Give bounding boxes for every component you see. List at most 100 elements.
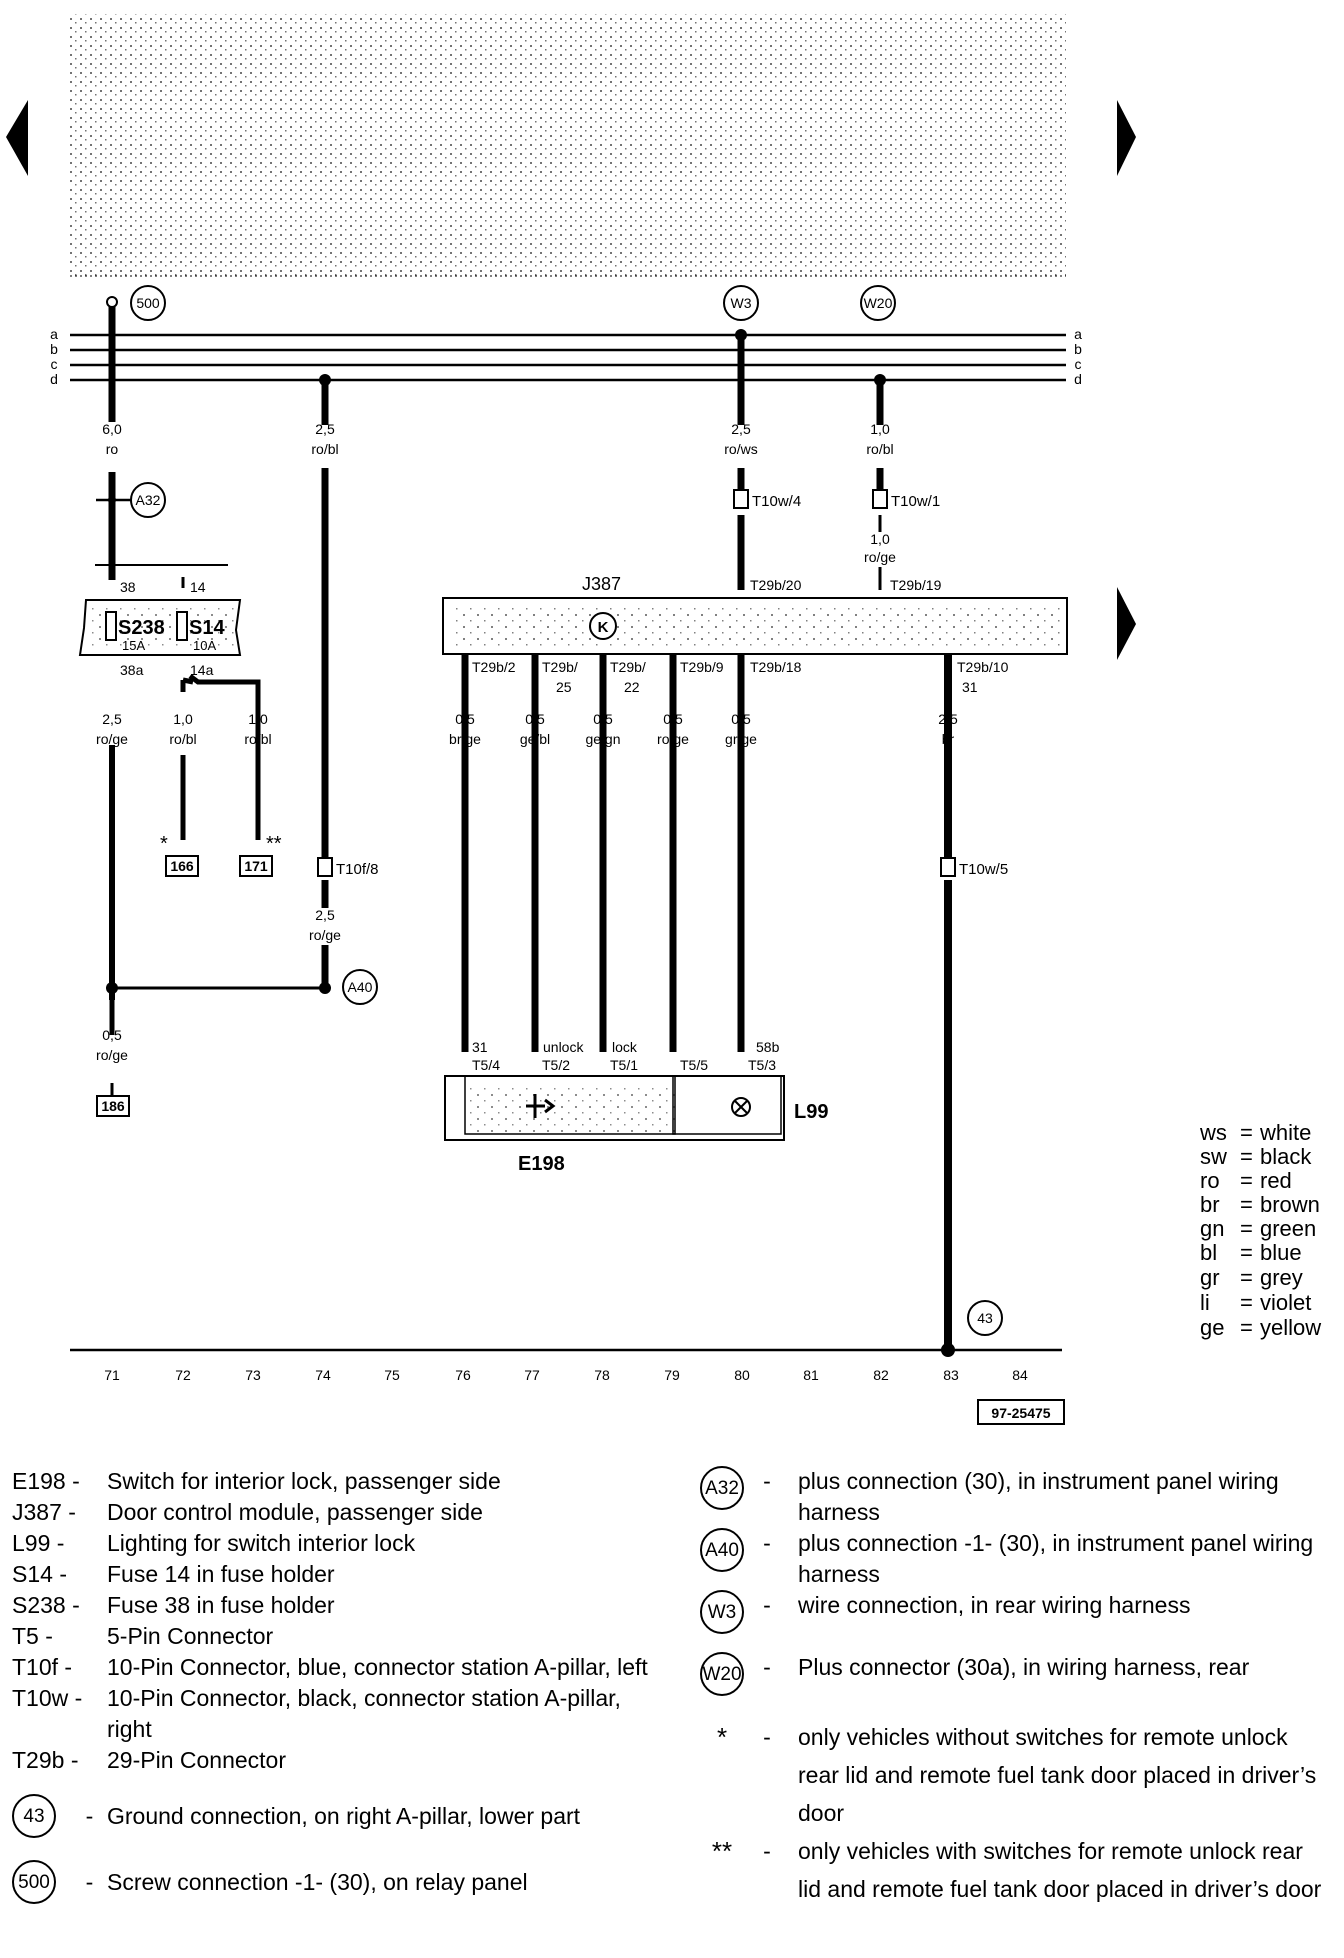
legend-row-screw-500: 500 - Screw connection -1- (30), on rela… [12,1856,652,1908]
legend-row-w20: W20 - Plus connector (30a), in wiring ha… [690,1652,1330,1718]
next-page-arrow[interactable] [1117,100,1136,176]
node-500-label: 500 [136,295,160,311]
key-code-ro: ro [1200,1168,1220,1193]
note-star-2: ** [711,1836,733,1866]
key-code-li: li [1200,1290,1210,1315]
legend-row-t29b: T29b -29-Pin Connector [12,1745,652,1776]
node-43-label: 43 [977,1310,993,1326]
column-83: 83 [943,1367,959,1383]
legend-row-t5: T5 -5-Pin Connector [12,1621,652,1652]
wire-color-71b: ro/ge [96,731,128,747]
pin-t29b9: T29b/9 [680,659,724,675]
previous-page-arrow[interactable] [6,100,28,176]
pin-label-31: 31 [472,1039,488,1055]
column-75: 75 [384,1367,400,1383]
wire-size-76: 0,5 [455,711,475,727]
legend-row-a40: A40 - plus connection -1- (30), in instr… [690,1528,1330,1590]
legend-code: T10f - [12,1654,73,1680]
component-legend: E198 -Switch for interior lock, passenge… [12,1466,652,1908]
wire-color-76: br/ge [449,731,481,747]
svg-text:=: = [1240,1168,1253,1193]
fuse-pin-38a: 38a [120,662,144,678]
pin-t29b2: T29b/2 [472,659,516,675]
module-k-label: K [598,619,609,636]
key-code-gn: gn [1200,1216,1224,1241]
wire-color-74b: ro/ge [309,927,341,943]
column-76: 76 [455,1367,471,1383]
key-name-li: violet [1260,1290,1311,1315]
column-79: 79 [664,1367,680,1383]
svg-text:=: = [1240,1216,1253,1241]
legend-desc: Lighting for switch interior lock [107,1530,416,1556]
column-84: 84 [1012,1367,1028,1383]
a32-symbol: A32 [700,1466,744,1510]
pin-t5-1: T5/1 [610,1057,638,1073]
legend-row-s238: S238 - Fuse 38 in fuse holder [12,1590,652,1621]
wire-size-83: 2,5 [938,711,958,727]
legend-row-ground-43: 43 - Ground connection, on right A-pilla… [12,1790,652,1842]
legend-code: S238 - [12,1592,80,1618]
legend-dash: - [763,1724,771,1750]
wire-color-77: ge/bl [520,731,550,747]
column-78: 78 [594,1367,610,1383]
switch-icon [526,1094,556,1118]
next-page-arrow-2[interactable] [1117,587,1136,660]
legend-dash: - [763,1838,771,1864]
l99-label: L99 [794,1101,828,1123]
legend-dash: - [763,1530,771,1556]
legend-code: T5 - [12,1623,53,1649]
wires [70,303,1062,1352]
pin-t29b18: T29b/18 [750,659,802,675]
bus-label-a-right: a [1074,326,1082,342]
wire-color-80b: gr/ge [725,731,757,747]
wire-size-71b: 2,5 [102,711,122,727]
svg-text:=: = [1240,1192,1253,1217]
wire-size-71: 6,0 [102,421,122,437]
legend-desc: plus connection (30), in instrument pane… [798,1468,1279,1525]
legend-desc: Fuse 38 in fuse holder [107,1592,335,1618]
wire-size-79: 0,5 [663,711,683,727]
pin-label-unlock: unlock [543,1039,584,1055]
pin-t29b10-num: 31 [962,679,978,695]
svg-text:=: = [1240,1120,1253,1145]
wire-color-82b: ro/ge [864,549,896,565]
legend-code: T10w - [12,1685,83,1711]
bus-lines [70,333,1066,382]
key-name-ro: red [1260,1168,1292,1193]
ref-171: 171 [244,858,268,874]
fuse-s14-rating: 10A [193,638,216,653]
node-w3-label: W3 [731,295,752,311]
fuse-pin-14a: 14a [190,662,214,678]
wire-color-71c: ro/ge [96,1047,128,1063]
legend-desc: only vehicles with switches for remote u… [798,1838,1322,1902]
connector-t10f8: T10f/8 [336,861,379,878]
legend-desc: Switch for interior lock, passenger side [107,1468,501,1494]
column-77: 77 [524,1367,540,1383]
legend-desc: 10-Pin Connector, black, connector stati… [107,1685,621,1742]
legend-row-note-2: ** - only vehicles with switches for rem… [690,1832,1330,1908]
legend-row-note-1: * - only vehicles without switches for r… [690,1718,1330,1832]
footnote-star-1: * [160,833,168,855]
wire-size-74: 2,5 [315,421,335,437]
bus-label-a: a [50,326,58,342]
legend-row-t10f: T10f -10-Pin Connector, blue, connector … [12,1652,652,1683]
column-82: 82 [873,1367,889,1383]
bus-label-c-right: c [1075,356,1082,372]
legend-desc: Plus connector (30a), in wiring harness,… [798,1654,1250,1680]
legend-desc: Screw connection -1- (30), on relay pane… [107,1868,528,1895]
legend-desc: Ground connection, on right A-pillar, lo… [107,1802,581,1829]
svg-text:=: = [1240,1240,1253,1265]
wire-size-72: 1,0 [173,711,193,727]
pin-t29b20: T29b/20 [750,577,802,593]
pin-t29b22-num: 22 [624,679,640,695]
svg-text:=: = [1240,1265,1253,1290]
pin-t29b19: T29b/19 [890,577,942,593]
column-81: 81 [803,1367,819,1383]
fuse-pin-38: 38 [120,579,136,595]
legend-row-e198: E198 -Switch for interior lock, passenge… [12,1466,652,1497]
pin-t5-3: T5/3 [748,1057,776,1073]
wire-size-74b: 2,5 [315,907,335,923]
ground-symbol: 43 [12,1794,56,1838]
fuse-pin-14: 14 [190,579,206,595]
legend-desc: plus connection -1- (30), in instrument … [798,1530,1314,1587]
